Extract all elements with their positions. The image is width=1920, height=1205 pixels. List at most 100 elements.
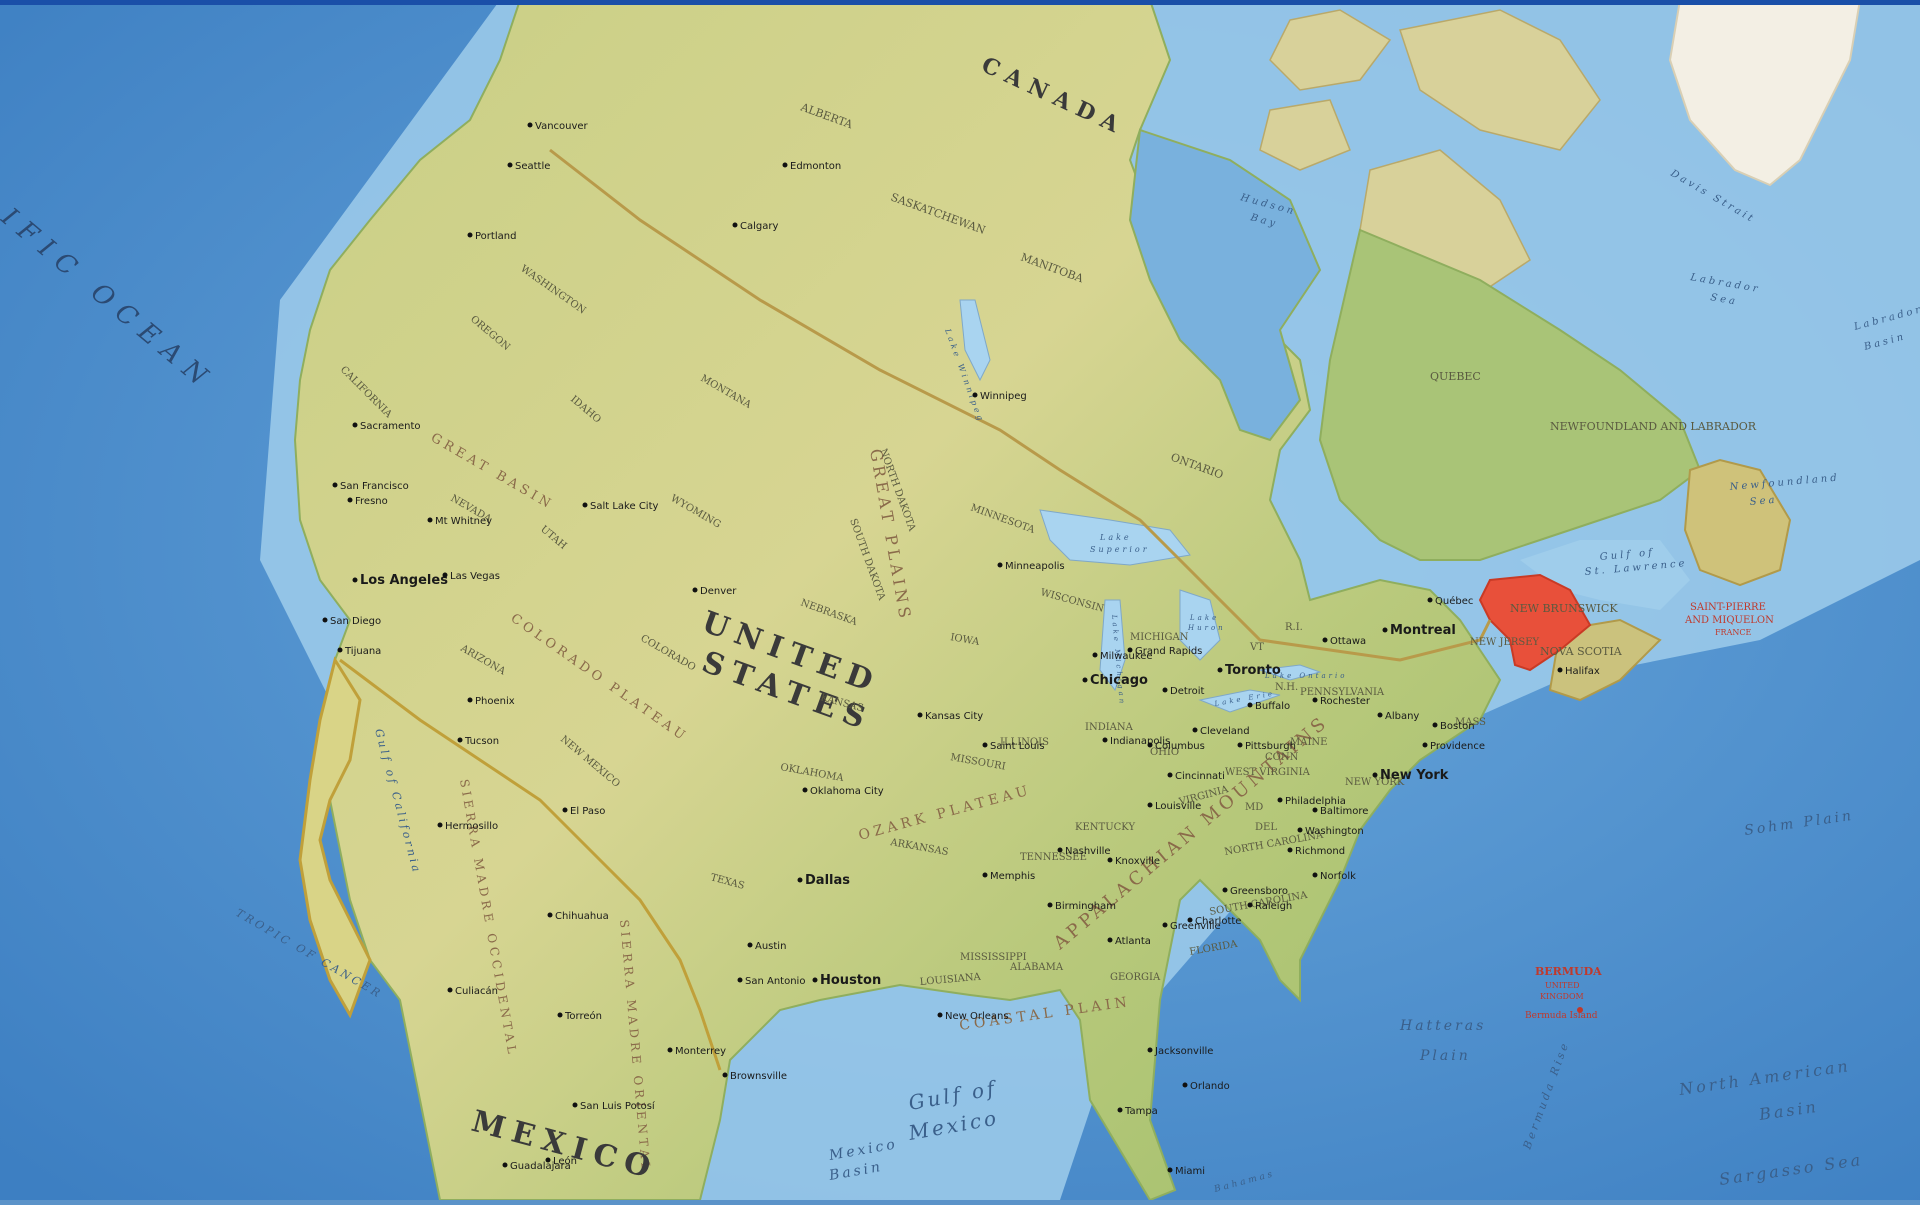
city-marker[interactable]: Grand Rapids	[1127, 646, 1203, 657]
city-marker[interactable]: Orlando	[1182, 1081, 1230, 1092]
city-marker[interactable]: Norfolk	[1312, 871, 1357, 882]
city-marker[interactable]: Cleveland	[1192, 726, 1250, 737]
city-marker[interactable]: Miami	[1167, 1166, 1206, 1177]
label-lake-superior-2: Superior	[1090, 545, 1150, 554]
city-marker[interactable]: Buffalo	[1247, 701, 1291, 712]
city-marker[interactable]: Kansas City	[917, 711, 984, 722]
city-marker[interactable]: Montreal	[1382, 623, 1456, 638]
city-marker[interactable]: New York	[1372, 768, 1449, 783]
city-marker[interactable]: Tampa	[1117, 1106, 1158, 1117]
city-name: Ottawa	[1330, 636, 1366, 647]
city-marker[interactable]: Austin	[747, 941, 787, 952]
city-marker[interactable]: Detroit	[1162, 686, 1205, 697]
label-bermuda-2: UNITED	[1545, 981, 1580, 990]
city-marker[interactable]: Tucson	[457, 736, 500, 747]
city-marker[interactable]: San Diego	[322, 616, 382, 627]
city-marker[interactable]: León	[545, 1155, 578, 1167]
city-marker[interactable]: Brownsville	[722, 1071, 788, 1082]
city-marker[interactable]: Boston	[1432, 721, 1475, 732]
city-marker[interactable]: Vancouver	[527, 121, 589, 132]
city-dot	[1167, 772, 1173, 778]
city-marker[interactable]: Sacramento	[352, 421, 421, 432]
city-marker[interactable]: Guadalajara	[502, 1161, 571, 1172]
city-marker[interactable]: Nashville	[1057, 846, 1111, 857]
city-name: Richmond	[1295, 846, 1345, 857]
city-marker[interactable]: Monterrey	[667, 1046, 727, 1057]
city-marker[interactable]: Washington	[1297, 826, 1364, 837]
city-marker[interactable]: Raleigh	[1247, 901, 1293, 912]
city-marker[interactable]: Pittsburgh	[1237, 741, 1296, 752]
city-marker[interactable]: Cincinnati	[1167, 771, 1225, 782]
city-marker[interactable]: Greenville	[1162, 921, 1221, 932]
city-marker[interactable]: Halifax	[1557, 666, 1600, 677]
city-marker[interactable]: Québec	[1427, 595, 1474, 607]
city-marker[interactable]: Hermosillo	[437, 821, 499, 832]
city-marker[interactable]: Chicago	[1082, 673, 1149, 688]
city-marker[interactable]: Dallas	[797, 873, 851, 888]
city-marker[interactable]: Portland	[467, 231, 517, 242]
city-marker[interactable]: Culiacán	[447, 985, 498, 997]
city-marker[interactable]: Edmonton	[782, 161, 842, 172]
city-marker[interactable]: Toronto	[1217, 663, 1281, 678]
city-marker[interactable]: Jacksonville	[1147, 1046, 1214, 1057]
city-marker[interactable]: Houston	[812, 973, 882, 988]
city-marker[interactable]: Oklahoma City	[802, 786, 884, 797]
city-marker[interactable]: Chihuahua	[547, 911, 609, 922]
city-marker[interactable]: Philadelphia	[1277, 796, 1346, 807]
city-marker[interactable]: Minneapolis	[997, 561, 1065, 572]
city-marker[interactable]: Providence	[1422, 741, 1486, 752]
city-marker[interactable]: Charlotte	[1187, 916, 1242, 927]
city-marker[interactable]: Las Vegas	[442, 571, 501, 582]
city-name: Tucson	[464, 736, 499, 747]
city-name: León	[553, 1155, 577, 1167]
city-marker[interactable]: Fresno	[347, 496, 388, 507]
city-dot	[1092, 652, 1098, 658]
city-marker[interactable]: Greensboro	[1222, 886, 1288, 897]
city-dot	[797, 877, 803, 883]
new-brunswick-highlight[interactable]	[1478, 573, 1592, 672]
city-marker[interactable]: Seattle	[507, 161, 551, 172]
city-marker[interactable]: Winnipeg	[972, 391, 1027, 402]
city-marker[interactable]: San Francisco	[332, 481, 409, 492]
city-marker[interactable]: Los Angeles	[352, 573, 449, 588]
city-marker[interactable]: New Orleans	[937, 1011, 1009, 1022]
state-label: VT	[1249, 642, 1264, 653]
city-marker[interactable]: Knoxville	[1107, 856, 1161, 867]
city-marker[interactable]: Louisville	[1147, 801, 1202, 812]
city-marker[interactable]: Columbus	[1147, 741, 1205, 752]
city-name: Memphis	[990, 871, 1035, 882]
city-marker[interactable]: Atlanta	[1107, 936, 1151, 947]
arctic-islands	[1259, 9, 1601, 301]
city-name: Hermosillo	[445, 821, 498, 832]
city-name: Charlotte	[1195, 916, 1241, 927]
city-name: Calgary	[740, 221, 778, 232]
city-name: Jacksonville	[1154, 1046, 1213, 1057]
city-marker[interactable]: Mt Whitney	[427, 516, 493, 527]
city-marker[interactable]: Calgary	[732, 221, 779, 232]
city-marker[interactable]: Milwaukee	[1092, 651, 1153, 662]
labrador	[1318, 228, 1702, 561]
city-marker[interactable]: San Antonio	[737, 976, 806, 987]
city-marker[interactable]: Albany	[1377, 711, 1420, 722]
city-dot	[1287, 847, 1293, 853]
city-marker[interactable]: El Paso	[562, 806, 606, 817]
city-marker[interactable]: Memphis	[982, 871, 1036, 882]
city-marker[interactable]: Phoenix	[467, 696, 515, 707]
city-marker[interactable]: Baltimore	[1312, 806, 1369, 817]
city-marker[interactable]: Richmond	[1287, 846, 1346, 857]
city-marker[interactable]: Ottawa	[1322, 636, 1367, 647]
city-marker[interactable]: Indianapolis	[1102, 736, 1171, 747]
city-marker[interactable]: Birmingham	[1047, 901, 1117, 912]
city-marker[interactable]: Saint Louis	[982, 741, 1045, 752]
city-marker[interactable]: Denver	[692, 586, 738, 597]
city-marker[interactable]: San Luis Potosí	[572, 1100, 656, 1112]
city-marker[interactable]: Tijuana	[337, 646, 382, 657]
city-name: Culiacán	[455, 985, 498, 997]
city-marker[interactable]: Rochester	[1312, 696, 1371, 707]
city-marker[interactable]: Salt Lake City	[582, 501, 659, 512]
city-marker[interactable]: Torreón	[557, 1010, 602, 1022]
city-dot	[1297, 827, 1303, 833]
city-dot	[502, 1162, 508, 1168]
